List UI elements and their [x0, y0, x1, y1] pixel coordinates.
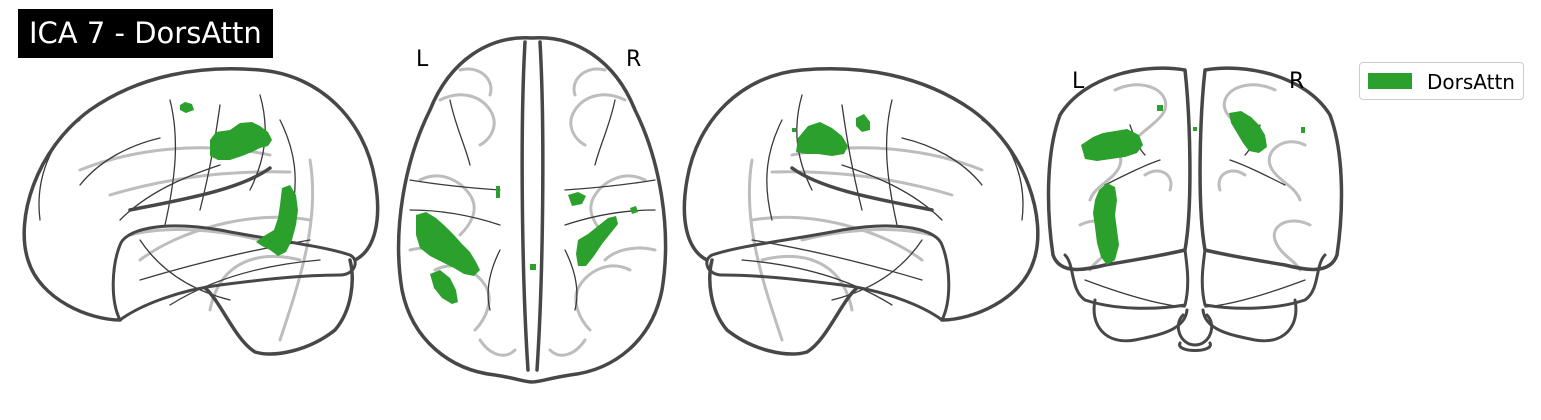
coronal-left-label: L: [1072, 69, 1085, 94]
activation-cluster: [1229, 111, 1267, 153]
activation-cluster: [530, 264, 536, 270]
activation-cluster: [796, 122, 848, 156]
coronal-right-label: R: [1289, 69, 1304, 94]
axial-view: L R: [396, 36, 668, 384]
activation-clusters: [1081, 105, 1305, 265]
activation-cluster: [416, 212, 480, 276]
sulci-lines: [408, 67, 657, 357]
activation-cluster: [496, 186, 500, 198]
activation-cluster: [1081, 129, 1143, 161]
temporal-lobe-outline: [705, 224, 951, 322]
cortex-outline: [396, 36, 668, 384]
axial-left-label: L: [416, 47, 429, 72]
cerebellum-outline: [708, 258, 859, 356]
activation-clusters: [792, 114, 870, 156]
cortex-outline: [22, 67, 380, 322]
coronal-view: L R: [1046, 66, 1344, 352]
sylvian-fissure: [790, 166, 934, 212]
activation-cluster: [856, 114, 870, 132]
sulci-lines: [747, 146, 984, 342]
activation-cluster: [430, 270, 458, 304]
activation-clusters: [180, 102, 298, 256]
midline-right: [535, 40, 545, 372]
cerebellum-outline: [203, 258, 354, 356]
activation-cluster: [1301, 127, 1305, 133]
brainstem-outline: [1176, 313, 1214, 347]
sagittal-right-view: [682, 67, 1040, 356]
activation-cluster: [630, 206, 638, 214]
cortex-outline: [682, 67, 1040, 322]
legend-swatch: [1368, 73, 1412, 89]
axial-right-label: R: [626, 47, 641, 72]
figure-title: ICA 7 - DorsAttn: [18, 9, 273, 58]
activation-cluster: [210, 122, 272, 160]
activation-clusters: [416, 186, 638, 304]
midline-left: [520, 40, 530, 372]
activation-cluster: [792, 128, 796, 132]
sylvian-fissure: [128, 166, 272, 212]
temporal-lobe-outline: [111, 224, 357, 322]
brainstem-lower: [1178, 341, 1212, 352]
legend: DorsAttn: [1359, 62, 1524, 100]
activation-cluster: [256, 185, 298, 256]
activation-cluster: [576, 216, 618, 266]
activation-cluster: [568, 192, 586, 206]
activation-cluster: [1093, 183, 1119, 265]
fissure-lines: [409, 99, 656, 311]
temporal-right-outline: [1200, 248, 1327, 310]
activation-cluster: [1157, 105, 1163, 111]
activation-cluster: [180, 102, 194, 113]
activation-cluster: [1193, 127, 1197, 131]
legend-label: DorsAttn: [1427, 70, 1515, 94]
temporal-left-outline: [1063, 248, 1190, 310]
sagittal-left-view: [22, 67, 380, 356]
